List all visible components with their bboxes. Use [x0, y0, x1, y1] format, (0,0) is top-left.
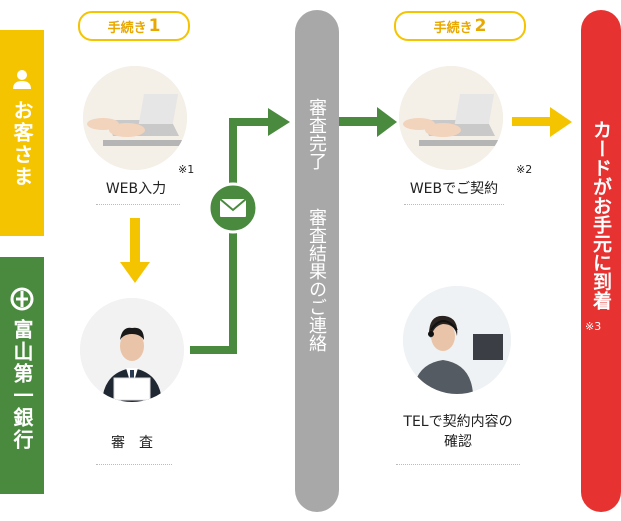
review-result-text: 審査結果のご連絡 — [306, 208, 327, 352]
review-complete-text: 審査完了 — [306, 98, 327, 170]
web-contract-label: WEBでご契約 — [409, 181, 499, 197]
web-contract-note: ※2 — [516, 163, 533, 176]
tel-contract-line1: TELで契約内容の — [403, 414, 513, 430]
review-label: 審 査 — [111, 435, 153, 451]
bank-label-text: 富山第一銀行 — [10, 319, 34, 451]
arrow-green-path — [190, 108, 290, 354]
step-1-text: 手続き — [107, 20, 147, 36]
bank-label: 富山第一銀行 — [0, 257, 44, 494]
arrow-yellow-right — [512, 107, 572, 137]
tel-contract-label: TELで契約内容の 確認 — [380, 412, 536, 452]
review-complete-band: 審査完了 審査結果のご連絡 — [295, 10, 339, 512]
tel-contract-divider — [396, 464, 520, 465]
laptop-typing-illustration — [83, 66, 187, 170]
card-arrival-note: ※3 — [585, 320, 602, 333]
arrow-green-right — [339, 107, 397, 137]
web-contract-divider — [404, 204, 504, 205]
step-2-text: 手続き — [433, 20, 473, 36]
web-apply-divider — [96, 204, 180, 205]
arrow-down-yellow — [120, 218, 150, 283]
businessman-illustration — [80, 298, 184, 402]
step-2-number: 2 — [474, 16, 487, 36]
review-divider — [96, 464, 172, 465]
customer-label-text: お客さま — [10, 100, 34, 188]
card-arrival-band: カードがお手元に到着 ※3 — [581, 10, 621, 512]
web-apply-image — [83, 66, 187, 170]
web-apply-label: WEB入力 — [105, 181, 167, 197]
envelope-icon — [207, 182, 259, 234]
tel-contract-line2: 確認 — [444, 434, 472, 450]
review-image — [80, 298, 184, 402]
tel-operator-image — [403, 286, 511, 394]
step-1-number: 1 — [148, 16, 161, 36]
customer-label: お客さま — [0, 30, 44, 236]
laptop-typing-illustration-2 — [399, 66, 503, 170]
web-contract-image — [399, 66, 503, 170]
web-apply-note: ※1 — [178, 163, 195, 176]
card-arrival-text: カードがお手元に到着 — [590, 120, 612, 310]
person-icon — [13, 70, 31, 89]
bank-logo-icon — [10, 287, 34, 311]
operator-headset-illustration — [403, 286, 511, 394]
